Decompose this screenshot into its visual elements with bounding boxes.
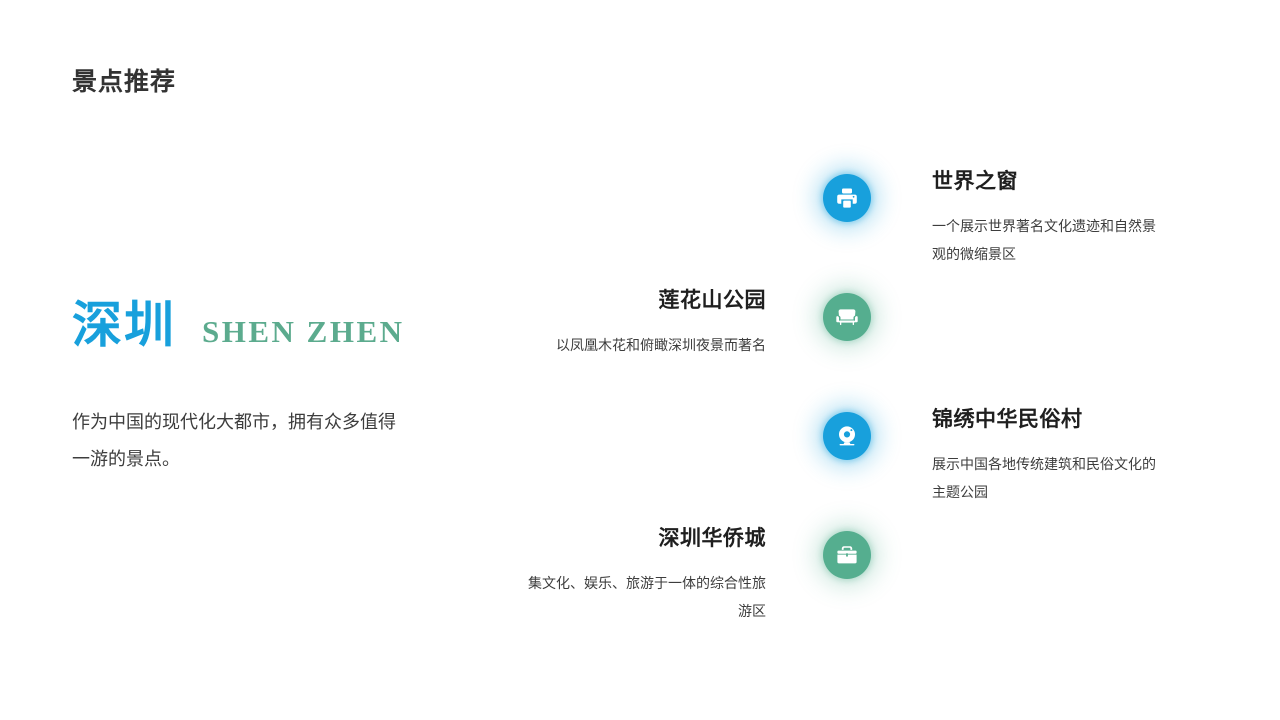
city-name-en: SHEN ZHEN — [202, 314, 405, 349]
attraction-title: 莲花山公园 — [658, 289, 766, 312]
attraction-block-2: 莲花山公园 以凤凰木花和俯瞰深圳夜景而著名 — [520, 287, 766, 359]
hero-block: 深圳 SHEN ZHEN 作为中国的现代化大都市，拥有众多值得一游的景点。 — [72, 300, 442, 478]
attraction-description: 以凤凰木花和俯瞰深圳夜景而著名 — [556, 337, 766, 354]
attraction-block-1: 世界之窗 一个展示世界著名文化遗迹和自然景观的微缩景区 — [932, 168, 1164, 268]
attraction-description: 一个展示世界著名文化遗迹和自然景观的微缩景区 — [932, 218, 1156, 263]
page-title: 景点推荐 — [72, 68, 177, 96]
attraction-icon-1[interactable] — [823, 174, 871, 222]
attraction-title: 锦绣中华民俗村 — [932, 408, 1083, 431]
attraction-block-3: 锦绣中华民俗村 展示中国各地传统建筑和民俗文化的主题公园 — [932, 406, 1164, 506]
attraction-description: 展示中国各地传统建筑和民俗文化的主题公园 — [932, 456, 1156, 501]
attraction-title: 深圳华侨城 — [658, 527, 766, 550]
printer-icon — [835, 186, 859, 210]
briefcase-icon — [835, 543, 859, 567]
hero-headline: 深圳 SHEN ZHEN — [72, 300, 442, 356]
city-name-cn: 深圳 — [72, 297, 176, 353]
attraction-icon-4[interactable] — [823, 531, 871, 579]
hero-description: 作为中国的现代化大都市，拥有众多值得一游的景点。 — [72, 412, 396, 469]
attraction-block-4: 深圳华侨城 集文化、娱乐、旅游于一体的综合性旅游区 — [520, 525, 766, 625]
armchair-icon — [835, 305, 859, 329]
attraction-icon-2[interactable] — [823, 293, 871, 341]
webcam-icon — [835, 424, 859, 448]
attraction-icon-3[interactable] — [823, 412, 871, 460]
attraction-description: 集文化、娱乐、旅游于一体的综合性旅游区 — [528, 575, 766, 620]
attraction-title: 世界之窗 — [932, 170, 1018, 193]
